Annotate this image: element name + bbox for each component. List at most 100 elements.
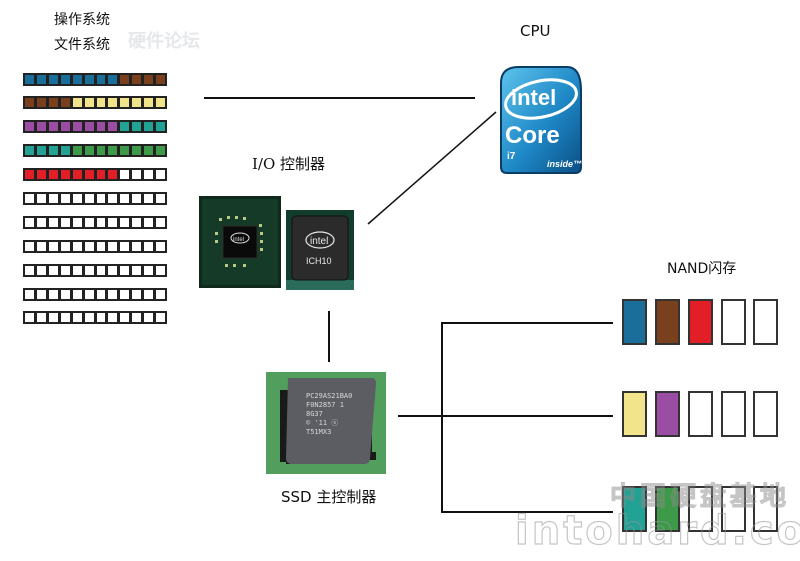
svg-text:i7: i7	[507, 151, 516, 162]
block-cell-yellow	[143, 97, 155, 108]
block-cell-teal	[59, 145, 71, 156]
block-cell-empty	[35, 193, 47, 204]
block-cell-empty	[107, 193, 119, 204]
block-row	[23, 144, 167, 157]
block-row	[23, 120, 167, 133]
block-cell-purple	[24, 121, 35, 132]
block-cell-purple	[83, 121, 95, 132]
block-cell-empty	[47, 312, 59, 323]
nand-cell-empty	[753, 486, 778, 532]
block-cell-red	[59, 169, 71, 180]
block-cell-empty	[131, 241, 143, 252]
block-cell-empty	[119, 193, 131, 204]
block-cell-purple	[47, 121, 59, 132]
block-cell-empty	[119, 169, 131, 180]
block-cell-empty	[155, 217, 167, 228]
block-cell-empty	[95, 241, 107, 252]
block-cell-empty	[71, 289, 83, 300]
block-cell-blue	[71, 74, 83, 85]
block-cell-empty	[59, 312, 71, 323]
nand-cell-brown	[655, 299, 680, 345]
block-cell-empty	[107, 312, 119, 323]
block-row	[23, 240, 167, 253]
nand-cell-empty	[721, 299, 746, 345]
block-cell-empty	[155, 265, 167, 276]
svg-text:inside™: inside™	[547, 159, 582, 169]
block-cell-red	[71, 169, 83, 180]
block-cell-empty	[47, 289, 59, 300]
block-cell-empty	[143, 289, 155, 300]
block-cell-empty	[95, 265, 107, 276]
block-cell-empty	[119, 312, 131, 323]
block-cell-empty	[24, 217, 35, 228]
block-cell-empty	[24, 241, 35, 252]
block-cell-empty	[59, 289, 71, 300]
block-cell-empty	[24, 289, 35, 300]
os-label: 操作系统	[54, 12, 110, 28]
block-cell-purple	[59, 121, 71, 132]
block-cell-empty	[119, 289, 131, 300]
block-cell-empty	[24, 193, 35, 204]
block-cell-empty	[119, 241, 131, 252]
ssd-controller-label: SSD 主控制器	[281, 488, 377, 506]
block-cell-empty	[24, 265, 35, 276]
block-cell-empty	[143, 169, 155, 180]
watermark-cn: 中国硬盘基地	[609, 482, 791, 513]
block-cell-brown	[131, 74, 143, 85]
svg-text:Core: Core	[505, 122, 560, 149]
block-cell-empty	[143, 241, 155, 252]
block-cell-empty	[35, 241, 47, 252]
block-cell-blue	[59, 74, 71, 85]
block-cell-blue	[24, 74, 35, 85]
block-cell-empty	[59, 265, 71, 276]
block-cell-empty	[143, 312, 155, 323]
block-row	[23, 73, 167, 86]
block-cell-empty	[119, 217, 131, 228]
fs-label: 文件系统	[54, 37, 110, 53]
block-cell-green	[107, 145, 119, 156]
block-cell-empty	[107, 289, 119, 300]
block-cell-empty	[71, 193, 83, 204]
block-cell-empty	[143, 217, 155, 228]
block-cell-empty	[155, 169, 167, 180]
block-row	[23, 96, 167, 109]
nand-bus-row-1	[441, 322, 613, 324]
block-cell-purple	[35, 121, 47, 132]
nand-bus-vertical	[441, 322, 443, 512]
cpu-logo: intel Core i7 inside™	[497, 63, 585, 175]
block-cell-teal	[35, 145, 47, 156]
block-cell-red	[107, 169, 119, 180]
block-cell-empty	[47, 241, 59, 252]
nand-cell-empty	[753, 299, 778, 345]
svg-text:ICH10: ICH10	[306, 256, 332, 266]
nand-cell-teal	[622, 486, 647, 532]
block-cell-empty	[131, 289, 143, 300]
block-cell-green	[119, 145, 131, 156]
block-cell-red	[83, 169, 95, 180]
block-cell-brown	[35, 97, 47, 108]
block-row	[23, 311, 167, 324]
block-cell-empty	[83, 312, 95, 323]
block-cell-empty	[107, 217, 119, 228]
ssd-controller-chip: PC29AS21BA0 F0N2857 1 8G37 © '11 ⓔ T51MX…	[266, 372, 386, 474]
block-cell-empty	[83, 241, 95, 252]
block-cell-empty	[83, 289, 95, 300]
io-to-ssd-connector	[328, 311, 330, 362]
block-cell-brown	[47, 97, 59, 108]
block-cell-empty	[155, 289, 167, 300]
block-cell-yellow	[155, 97, 167, 108]
block-cell-empty	[83, 193, 95, 204]
block-cell-empty	[47, 265, 59, 276]
block-cell-blue	[95, 74, 107, 85]
block-row	[23, 216, 167, 229]
svg-text:F0N2857 1: F0N2857 1	[306, 401, 344, 409]
block-cell-empty	[95, 312, 107, 323]
block-cell-purple	[95, 121, 107, 132]
io-chip-left: intel	[199, 196, 281, 288]
block-cell-empty	[59, 217, 71, 228]
svg-text:PC29AS21BA0: PC29AS21BA0	[306, 392, 352, 400]
block-cell-empty	[83, 265, 95, 276]
svg-text:intel: intel	[233, 237, 244, 243]
io-to-cpu-connector	[366, 110, 498, 226]
block-cell-brown	[59, 97, 71, 108]
